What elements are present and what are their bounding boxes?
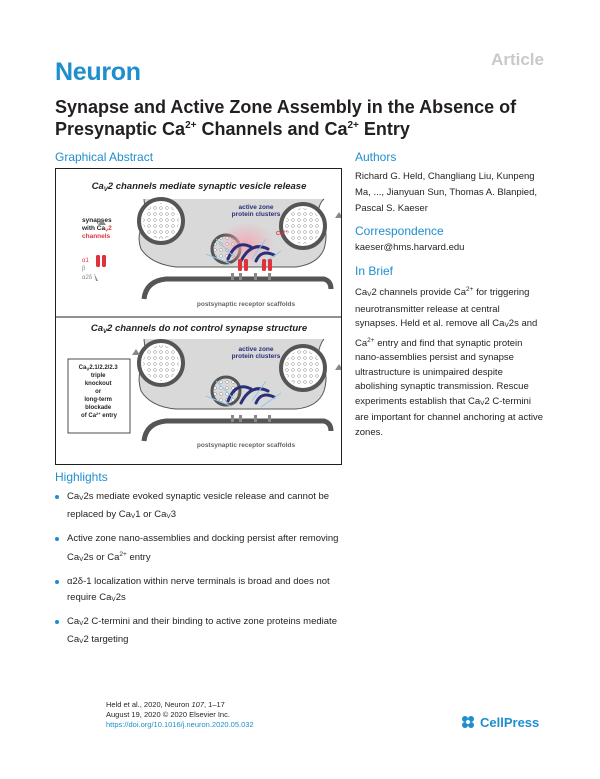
cav2-channels-top (238, 259, 272, 271)
citation-line: Held et al., 2020, Neuron 107, 1–17 (106, 700, 225, 709)
top-panel-title: CaV2 channels mediate synaptic vesicle r… (92, 181, 307, 193)
cellpress-icon (462, 716, 474, 728)
active-zone-cluster-bottom (226, 385, 276, 405)
cellpress-logo: CellPress (460, 714, 539, 730)
bullet-icon (55, 537, 59, 541)
scaffold-label-bottom: postsynaptic receptor scaffolds (197, 442, 296, 449)
article-type-label: Article (491, 50, 544, 69)
article-title: Synapse and Active Zone Assembly in the … (55, 97, 517, 139)
highlights-heading: Highlights (55, 470, 108, 484)
bottom-presynaptic-terminal (137, 338, 327, 410)
in-brief-heading: In Brief (355, 264, 394, 278)
knockout-label: CaV2.1/2.2/2.3 triple knockout or long-t… (79, 365, 120, 419)
citation-footer: Held et al., 2020, Neuron 107, 1–17 Augu… (106, 700, 254, 730)
highlight-item: α2δ-1 localization within nerve terminal… (55, 574, 345, 608)
alpha2delta-label: α2δ (82, 275, 93, 281)
bullet-icon (55, 620, 59, 624)
beta-label: β (82, 266, 86, 272)
correspondence-heading: Correspondence (355, 224, 444, 238)
doi-link[interactable]: https://doi.org/10.1016/j.neuron.2020.05… (106, 720, 254, 729)
alpha1-label: α1 (82, 258, 89, 264)
highlight-item: CaV2s mediate evoked synaptic vesicle re… (55, 489, 345, 525)
knockout-label-box (67, 358, 131, 434)
top-presynaptic-terminal (137, 197, 327, 268)
bullet-icon (55, 580, 59, 584)
correspondence-email[interactable]: kaeser@hms.harvard.edu (355, 242, 465, 253)
bullet-icon (55, 495, 59, 499)
graphical-abstract-figure: CaV2 channels mediate synaptic vesicle r… (55, 168, 342, 465)
highlight-item: CaV2 C-termini and their binding to acti… (55, 614, 345, 650)
journal-name: Neuron (55, 58, 141, 86)
highlight-item: Active zone nano-assemblies and docking … (55, 531, 345, 568)
graphical-abstract-heading: Graphical Abstract (55, 150, 154, 164)
scaffold-label-top: postsynaptic receptor scaffolds (197, 301, 296, 308)
postsynaptic-receptors-top (231, 273, 271, 280)
bottom-panel-title: CaV2 channels do not control synapse str… (91, 323, 308, 335)
authors-heading: Authors (355, 150, 397, 164)
in-brief-text: CaV2 channels provide Ca2+ for triggerin… (355, 286, 543, 438)
highlights-list: CaV2s mediate evoked synaptic vesicle re… (55, 489, 345, 656)
date-line: August 19, 2020 © 2020 Elsevier Inc. (106, 710, 230, 719)
authors-list: Richard G. Held, Changliang Liu, Kunpeng… (355, 171, 538, 214)
postsynaptic-receptors-bottom (231, 415, 271, 422)
active-zone-cluster-top (226, 243, 276, 263)
ca-label: Ca2+ (276, 229, 288, 237)
